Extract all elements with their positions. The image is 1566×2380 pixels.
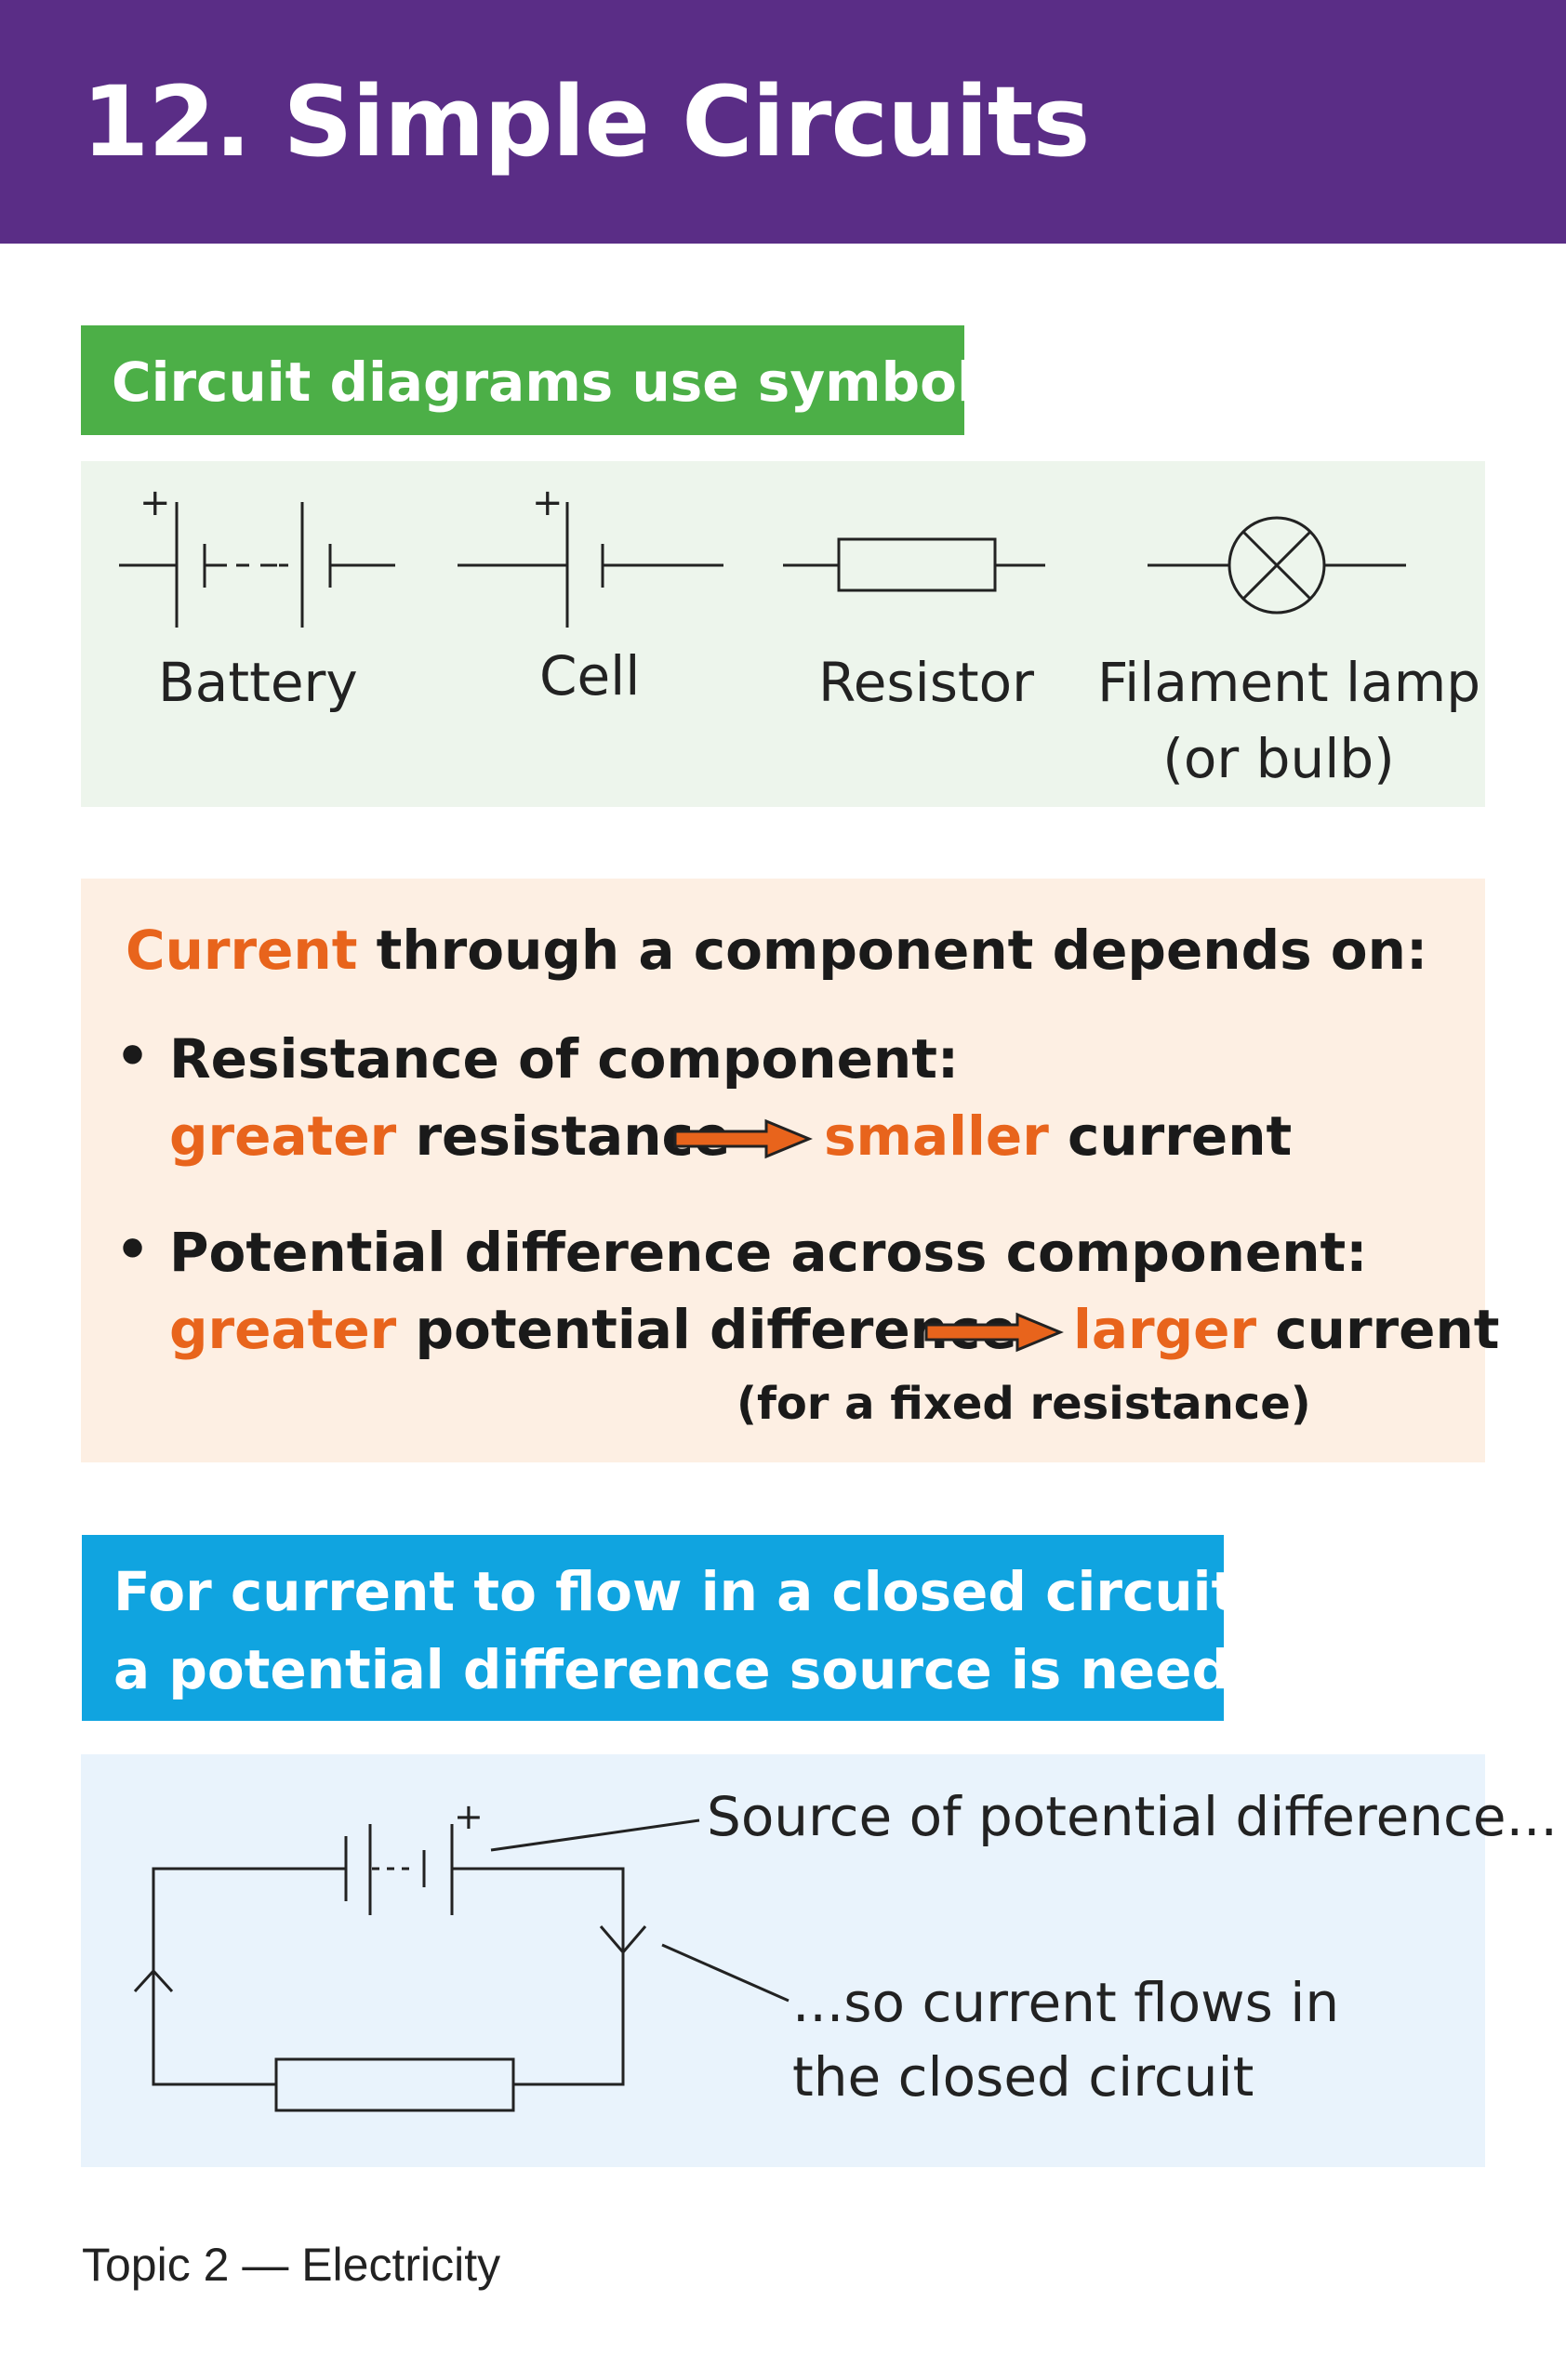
arrow-right-icon [924,1312,1064,1353]
lamp-label: Filament lamp [1097,651,1481,714]
arrow-right-icon [673,1118,813,1159]
current-arrow-down-icon [599,1925,647,1955]
battery-plus-sign: + [139,482,171,524]
bullet-2-text-1: potential difference [396,1298,1017,1361]
symbols-heading: Circuit diagrams use symbols: [112,350,1029,414]
flow-leader-line [661,1943,790,2003]
topic-footer: Topic 2 — Electricity [82,2239,501,2291]
bullet-2-relation: greater potential difference [169,1298,1017,1361]
bullet-1-relation: greater resistance [169,1104,730,1168]
source-label: Source of potential difference... [707,1785,1558,1848]
bullet-2-word-2: larger [1073,1298,1257,1361]
flow-label-line-1: ...so current flows in [792,1971,1340,2034]
resistor-symbol [783,537,1045,592]
lamp-symbol [1148,516,1406,615]
circuit-heading-box [82,1535,1224,1721]
current-panel [81,879,1485,1462]
circuit-panel [81,1754,1485,2167]
cell-symbol [458,502,723,628]
symbols-panel [81,461,1485,807]
circuit-wire-left [152,1867,346,2086]
closed-circuit-diagram [133,1818,790,2112]
circuit-symbols-svg [119,502,1406,628]
flow-label-line-2: the closed circuit [792,2045,1254,2109]
bullet-2-text-2: current [1256,1298,1500,1361]
bullet-1-word-1: greater [169,1104,397,1168]
current-heading: Current through a component depends on: [126,919,1427,982]
symbols-heading-box [81,325,964,435]
resistor-label: Resistor [818,651,1034,714]
current-heading-highlight: Current [126,919,358,982]
source-leader-line [490,1818,700,1852]
bullet-1-result: smaller current [824,1104,1292,1168]
cell-label: Cell [539,644,641,707]
fixed-resistance-note: (for a fixed resistance) [737,1378,1311,1430]
bullet-1-glyph: • [115,1025,151,1088]
circuit-heading-line-2: a potential difference source is needed. [113,1638,1326,1701]
title-banner [0,0,1566,244]
bullet-1-title: Resistance of component: [169,1027,960,1091]
circuit-heading-line-1: For current to flow in a closed circuit, [113,1560,1258,1623]
bullet-1-text-2: current [1048,1104,1293,1168]
page-title: 12. Simple Circuits [82,65,1090,178]
circuit-resistor-symbol [274,2057,515,2112]
bullet-2-word-1: greater [169,1298,397,1361]
bullet-2-glyph: • [115,1218,151,1281]
circuit-plus-sign: + [454,1796,484,1837]
lamp-sublabel: (or bulb) [1162,727,1395,790]
bullet-1-word-2: smaller [824,1104,1049,1168]
current-arrow-up-icon [133,1968,174,1993]
circuit-battery-symbol [344,1824,454,1915]
bullet-2-title: Potential difference across component: [169,1221,1368,1284]
cell-plus-sign: + [532,482,564,524]
current-heading-rest: through a component depends on: [357,919,1428,982]
circuit-wire-right [452,1867,625,2086]
battery-label: Battery [158,651,358,714]
bullet-2-result: larger current [1073,1298,1500,1361]
battery-symbol [119,502,395,628]
